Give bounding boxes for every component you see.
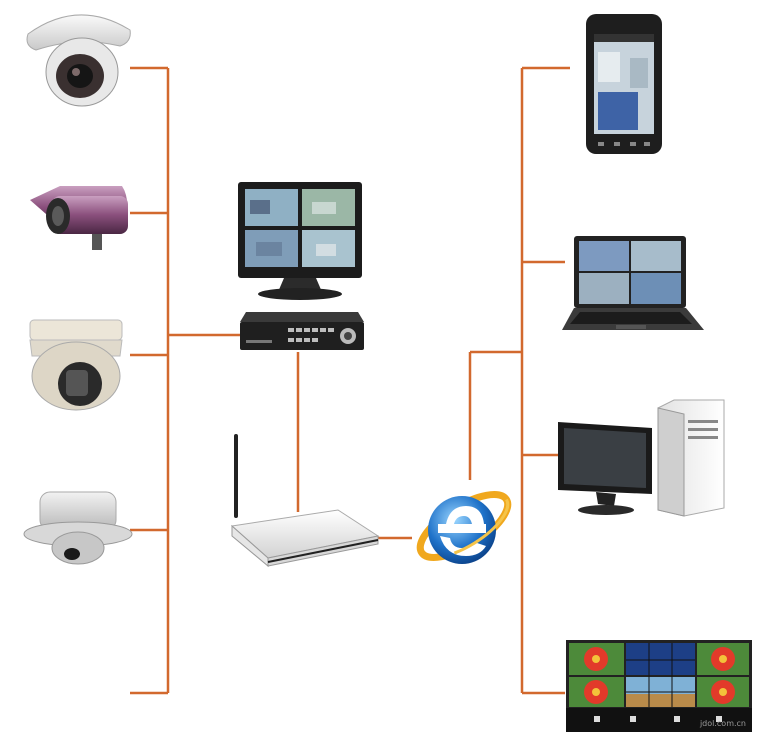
dvr-recorder-icon	[240, 312, 364, 350]
ptz-dome-camera-icon	[29, 319, 123, 411]
bullet-camera-icon	[30, 186, 128, 250]
quad-view-monitor-icon	[238, 182, 362, 300]
wireless-router-icon	[230, 434, 380, 568]
watermark-text: jdol.com.cn	[699, 719, 746, 728]
video-wall-icon	[566, 640, 752, 732]
desktop-pc-icon	[558, 399, 725, 517]
ceiling-mini-dome-icon	[23, 491, 133, 565]
dome-camera-icon	[26, 14, 131, 107]
smartphone-icon	[586, 14, 662, 154]
internet-explorer-icon	[416, 491, 512, 564]
laptop-icon	[562, 236, 704, 330]
